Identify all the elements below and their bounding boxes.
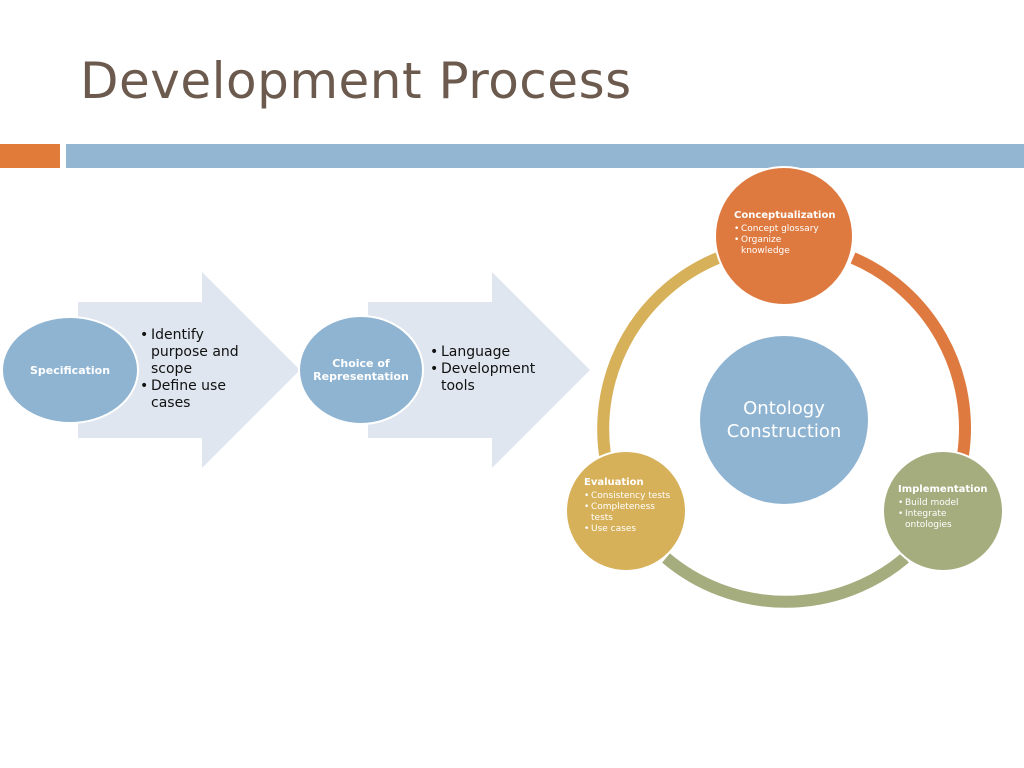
bullet-item: Development tools (430, 361, 540, 395)
list-item: Organize knowledge (734, 235, 803, 257)
conceptualization-items: Concept glossary Organize knowledge (734, 224, 834, 257)
implementation-title: Implementation (898, 484, 988, 495)
list-item: Use cases (584, 524, 676, 535)
list-item: Completeness tests (584, 502, 659, 524)
ontology-construction-label: Ontology Construction (700, 336, 868, 504)
ontology-construction-text: Ontology Construction (726, 398, 842, 442)
bullet-item: Language (430, 344, 540, 361)
specification-ellipse (1, 316, 139, 424)
evaluation-items: Consistency tests Completeness tests Use… (584, 491, 676, 535)
specification-label-text: Specification (29, 363, 111, 377)
bullet-item: Identify purpose and scope (140, 327, 252, 378)
slide-title: Development Process (80, 52, 632, 110)
header-accent-bar (0, 144, 60, 168)
representation-label: Choice of Representation (310, 350, 412, 390)
conceptualization-content: Conceptualization Concept glossary Organ… (734, 210, 836, 257)
implementation-content: Implementation Build model Integrate ont… (898, 484, 993, 531)
list-item: Build model (898, 498, 993, 509)
ontology-construction-circle (700, 336, 868, 504)
bullet-item: Define use cases (140, 378, 252, 412)
list-item: Concept glossary (734, 224, 834, 235)
specification-label: Specification (10, 350, 130, 390)
implementation-items: Build model Integrate ontologies (898, 498, 993, 531)
header-bar (66, 144, 1024, 168)
representation-label-text: Choice of Representation (313, 357, 409, 383)
evaluation-content: Evaluation Consistency tests Completenes… (584, 477, 676, 535)
representation-bullets: Language Development tools (430, 344, 540, 395)
cycle-arc-evaluation-conceptualization (597, 252, 721, 456)
cycle-arc-conceptualization-implementation (850, 252, 971, 456)
conceptualization-title: Conceptualization (734, 210, 836, 221)
cycle-arc-implementation-evaluation (662, 553, 909, 608)
list-item: Integrate ontologies (898, 509, 963, 531)
specification-bullets: Identify purpose and scope Define use ca… (140, 327, 252, 412)
representation-ellipse (298, 315, 424, 425)
evaluation-title: Evaluation (584, 477, 644, 488)
list-item: Consistency tests (584, 491, 676, 502)
